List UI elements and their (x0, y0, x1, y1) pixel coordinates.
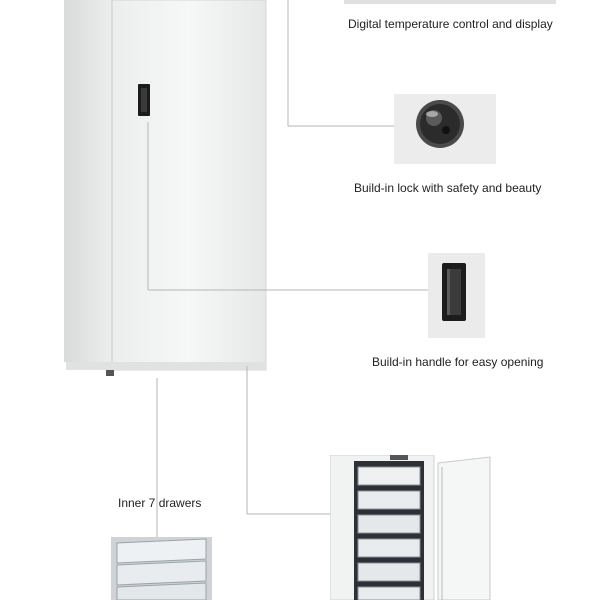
display-thumbnail (344, 0, 556, 4)
caption-display: Digital temperature control and display (348, 17, 553, 31)
drawer-stack-icon (116, 538, 207, 600)
handle-thumbnail (428, 253, 485, 338)
cabinet-side-panel (64, 0, 112, 362)
cabinet-door (111, 0, 267, 371)
open-door (437, 456, 491, 600)
caption-lock: Build-in lock with safety and beauty (354, 181, 542, 195)
caption-drawers: Inner 7 drawers (118, 496, 202, 510)
drawers-thumbnail (111, 537, 212, 600)
cabinet-foot (106, 370, 114, 376)
open-cabinet-drawers (357, 466, 421, 600)
cabinet-base (66, 362, 266, 370)
open-cabinet-thumbnail (330, 455, 500, 600)
caption-handle: Build-in handle for easy opening (372, 355, 544, 369)
lock-thumbnail (394, 94, 496, 164)
